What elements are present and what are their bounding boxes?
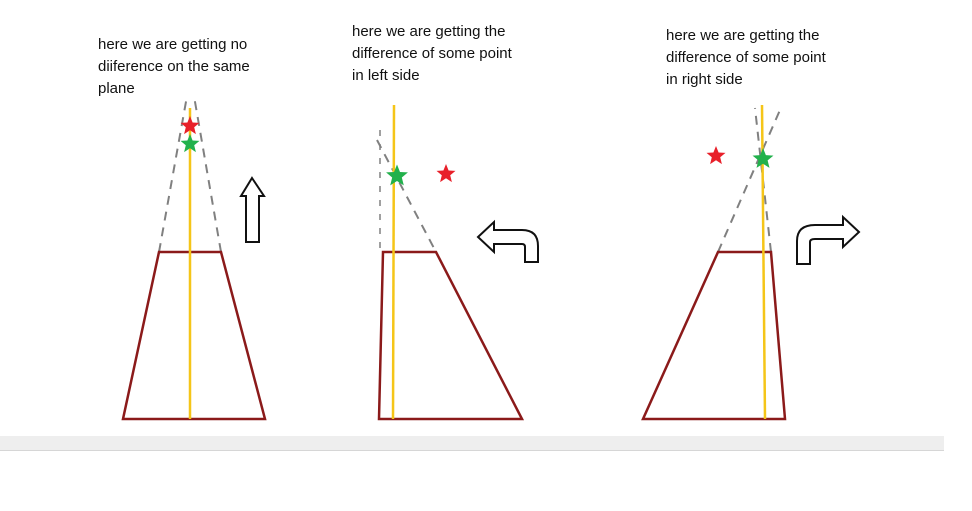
trapezoid-shape (377, 250, 525, 421)
trapezoid-shape (641, 250, 787, 421)
dashed-guide (376, 139, 437, 253)
center-line (391, 104, 396, 420)
caption-panel-3: here we are getting the difference of so… (666, 27, 826, 88)
caption-panel-1: here we are getting no diiference on the… (98, 36, 250, 97)
turn-left-icon (476, 219, 539, 263)
trapezoid-shape (121, 250, 267, 421)
turn-right-icon (796, 214, 861, 265)
arrow-up-icon (239, 176, 266, 243)
bottom-scroll-bar (0, 436, 944, 451)
dashed-guide-left (717, 109, 781, 253)
caption-panel-2: here we are getting the difference of so… (352, 23, 512, 84)
dashed-guide-right (193, 95, 222, 253)
panel-2 (376, 104, 539, 421)
red-star-icon (436, 164, 456, 183)
panel-1 (121, 95, 267, 421)
red-star-icon (706, 146, 726, 165)
green-star-icon (386, 164, 408, 186)
panel-3 (641, 104, 861, 421)
dashed-guide-left (158, 95, 188, 253)
